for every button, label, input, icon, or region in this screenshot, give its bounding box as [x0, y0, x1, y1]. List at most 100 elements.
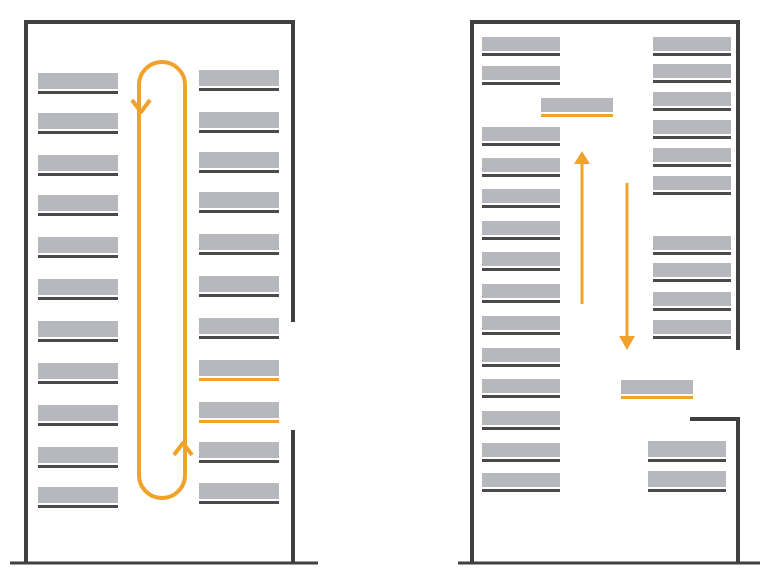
shelf-edge — [199, 88, 279, 91]
shelf-34 — [482, 443, 560, 462]
shelf-31 — [482, 348, 560, 367]
shelf-body — [648, 441, 726, 457]
shelf-edge — [199, 378, 279, 381]
shelf-29 — [482, 284, 560, 303]
loop-arrowhead-up — [172, 441, 194, 457]
shelf-body — [38, 155, 118, 171]
shelf-edge — [482, 143, 560, 146]
shelf-16 — [199, 276, 279, 297]
shelf-39 — [653, 120, 731, 139]
shelf-17 — [199, 318, 279, 339]
shelf-3 — [38, 195, 118, 216]
shelf-body — [482, 189, 560, 203]
shelf-edge — [199, 130, 279, 133]
shelf-4 — [38, 237, 118, 258]
shelf-edge — [38, 423, 118, 426]
shelf-body — [482, 443, 560, 457]
shelf-23 — [482, 66, 560, 85]
shelf-body — [482, 473, 560, 487]
shelf-edge — [653, 252, 731, 255]
shelf-6 — [38, 321, 118, 342]
shelf-35 — [482, 473, 560, 492]
left-wall — [470, 20, 740, 563]
shelf-edge — [482, 300, 560, 303]
loop-path — [137, 60, 187, 500]
shelf-41 — [653, 176, 731, 195]
shelf-47 — [648, 471, 726, 492]
shelf-37 — [653, 64, 731, 83]
shelf-body — [482, 221, 560, 235]
shelf-edge — [482, 174, 560, 177]
shelf-body — [653, 263, 731, 277]
shelf-42 — [653, 236, 731, 255]
up-arrow-icon — [574, 151, 590, 304]
shelf-edge — [482, 82, 560, 85]
shelf-body — [199, 152, 279, 168]
shelf-43 — [653, 263, 731, 282]
shelf-body — [38, 487, 118, 503]
shelf-edge — [482, 268, 560, 271]
shelf-10 — [38, 487, 118, 508]
shelf-27 — [482, 221, 560, 240]
shelf-edge — [38, 91, 118, 94]
shelf-5 — [38, 279, 118, 300]
shelf-body — [199, 112, 279, 128]
shelf-body — [199, 318, 279, 334]
shelf-44 — [653, 292, 731, 311]
shelf-30 — [482, 316, 560, 335]
shelf-body — [541, 98, 613, 112]
shelf-body — [199, 402, 279, 418]
down-arrow-head — [619, 336, 635, 350]
shelf-body — [482, 316, 560, 330]
shelf-body — [648, 471, 726, 487]
shelf-body — [199, 442, 279, 458]
shelf-body — [38, 279, 118, 295]
shelf-8 — [38, 405, 118, 426]
shelf-12 — [199, 112, 279, 133]
shelf-edge — [482, 459, 560, 462]
shelf-body — [482, 66, 560, 80]
shelf-9 — [38, 447, 118, 468]
shelf-body — [199, 70, 279, 86]
shelf-edge — [199, 210, 279, 213]
shelf-13 — [199, 152, 279, 173]
shelf-edge — [653, 336, 731, 339]
shelf-edge — [482, 53, 560, 56]
shelf-38 — [653, 92, 731, 111]
shelf-body — [38, 195, 118, 211]
shelf-26 — [482, 189, 560, 208]
shelf-body — [482, 37, 560, 51]
shelf-48 — [541, 98, 613, 117]
shelf-edge — [199, 294, 279, 297]
shelf-edge — [482, 395, 560, 398]
shelf-19 — [199, 402, 279, 423]
shelf-edge — [482, 427, 560, 430]
shelf-edge — [199, 420, 279, 423]
shelf-20 — [199, 442, 279, 463]
shelf-edge — [38, 255, 118, 258]
shelf-body — [482, 252, 560, 266]
shelf-body — [482, 284, 560, 298]
shelf-edge — [482, 332, 560, 335]
left-wall — [24, 20, 295, 563]
shelf-body — [653, 64, 731, 78]
shelf-21 — [199, 483, 279, 504]
shelf-1 — [38, 113, 118, 134]
shelf-15 — [199, 234, 279, 255]
shelf-body — [653, 292, 731, 306]
shelf-32 — [482, 379, 560, 398]
shelf-edge — [653, 53, 731, 56]
shelf-7 — [38, 363, 118, 384]
shelf-2 — [38, 155, 118, 176]
shelf-edge — [653, 308, 731, 311]
shelf-body — [38, 405, 118, 421]
shelf-edge — [38, 173, 118, 176]
right-panel — [458, 20, 760, 565]
shelf-0 — [38, 73, 118, 94]
shelf-36 — [653, 37, 731, 56]
shelf-edge — [648, 489, 726, 492]
shelf-edge — [38, 297, 118, 300]
shelf-body — [38, 113, 118, 129]
